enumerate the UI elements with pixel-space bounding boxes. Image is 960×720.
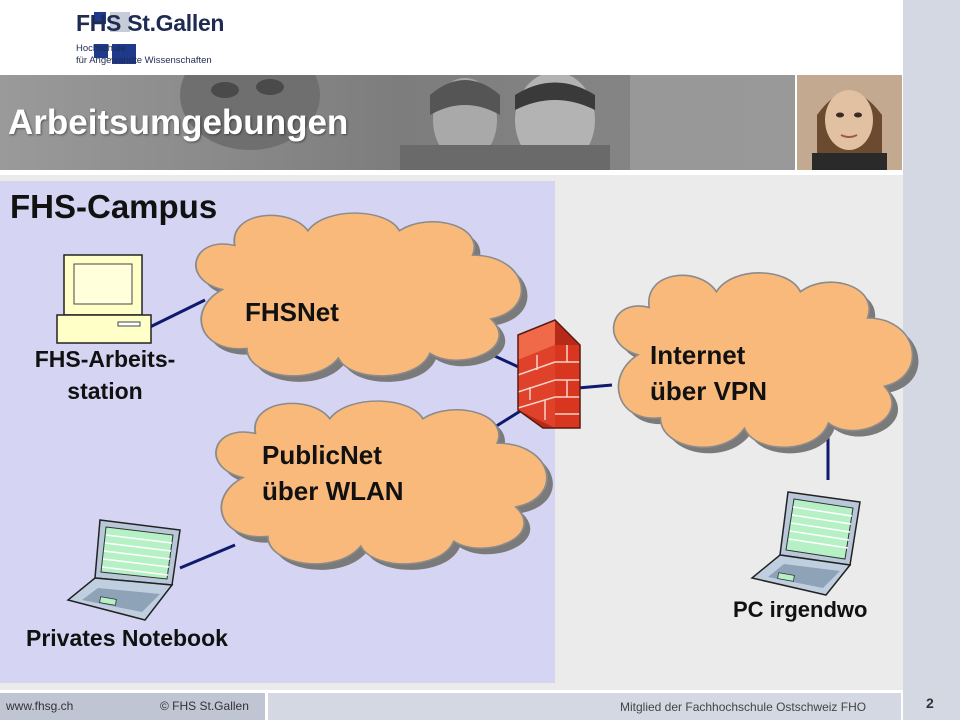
workstation-label-line2: station	[67, 378, 143, 404]
private-notebook-label: Privates Notebook	[26, 625, 228, 651]
internet-label-line1: Internet	[650, 340, 746, 370]
banner-image	[0, 75, 795, 170]
remote-pc-label: PC irgendwo	[733, 597, 868, 622]
footer-membership: Mitglied der Fachhochschule Ostschweiz F…	[620, 700, 867, 714]
internet-label-line2: über VPN	[650, 376, 768, 406]
footer-bar-middle	[268, 693, 901, 720]
workstation-label-line1: FHS-Arbeits-	[34, 346, 176, 372]
private-notebook-icon	[66, 519, 181, 621]
publicnet-label: PublicNet über WLAN	[262, 437, 404, 509]
fhsnet-label: FHSNet	[245, 297, 339, 327]
footer-bar-left	[0, 693, 265, 720]
logo-subtitle-line2: für Angewandte Wissenschaften	[76, 55, 212, 66]
footer-copyright: © FHS St.Gallen	[160, 699, 249, 713]
link-notebook-publicnet	[179, 543, 236, 570]
campus-title: FHS-Campus	[10, 188, 218, 225]
remote-pc-icon	[750, 491, 861, 596]
link-workstation-fhsnet	[149, 298, 206, 329]
header	[0, 0, 903, 75]
workstation-label: FHS-Arbeits- station	[10, 343, 200, 407]
workstation-icon	[56, 254, 152, 344]
footer-bar-right	[903, 690, 960, 720]
internet-label: Internet über VPN	[650, 337, 767, 409]
portrait-image	[797, 75, 902, 170]
slide-title: Arbeitsumgebungen	[8, 103, 349, 142]
logo-subtitle-line1: Hochschule	[76, 43, 126, 54]
publicnet-label-line1: PublicNet	[262, 440, 382, 470]
logo-name: FHS St.Gallen	[76, 10, 225, 36]
publicnet-label-line2: über WLAN	[262, 476, 404, 506]
footer-url: www.fhsg.ch	[6, 699, 74, 713]
link-firewall-internet	[577, 383, 613, 390]
page-number: 2	[926, 695, 934, 711]
firewall-icon	[517, 319, 581, 429]
fhs-logo-icon	[94, 12, 136, 64]
